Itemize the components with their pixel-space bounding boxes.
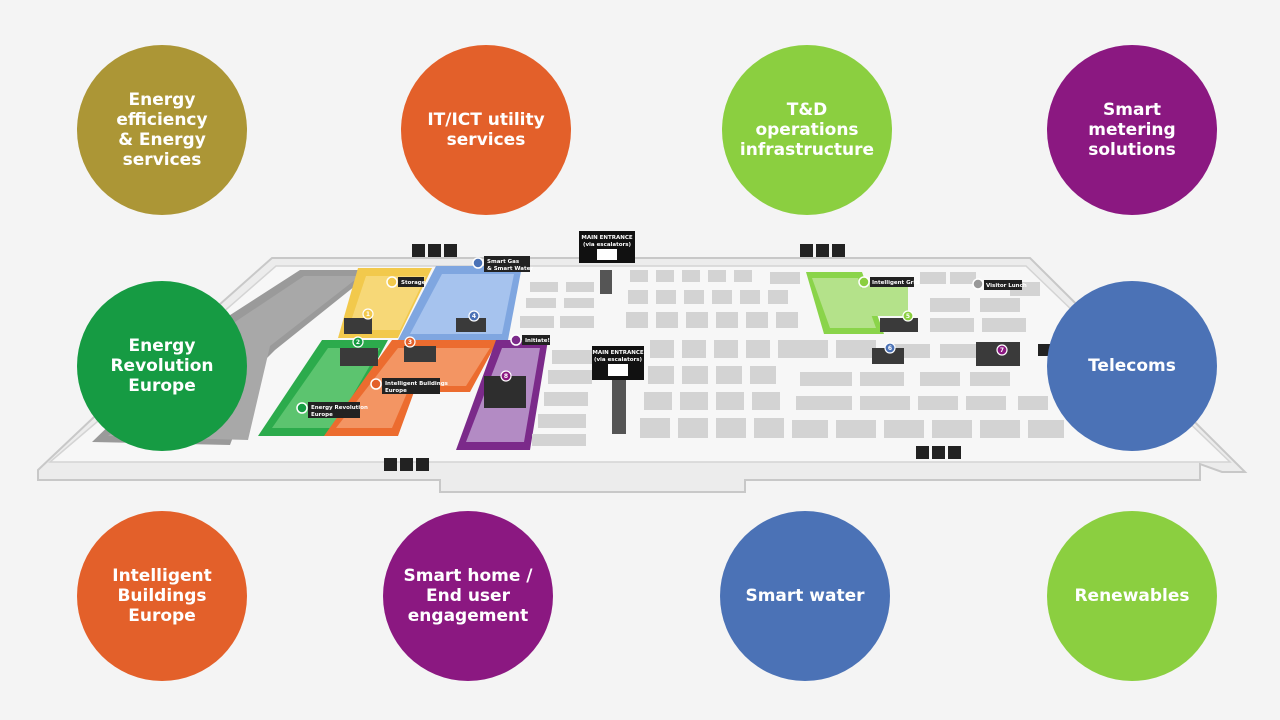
pin-5: 5 (902, 310, 914, 322)
facility-icons-bottom-left (384, 458, 429, 471)
svg-text:2: 2 (356, 339, 360, 346)
pin-1: 1 (362, 308, 374, 320)
facility-icons-bottom-right (916, 446, 961, 459)
svg-text:Europe: Europe (311, 412, 333, 418)
stand-dark-2 (340, 348, 378, 366)
svg-text:Storage: Storage (401, 280, 426, 286)
svg-text:1: 1 (366, 311, 370, 318)
central-stands (520, 270, 1064, 446)
svg-text:& Smart Water: & Smart Water (487, 266, 533, 272)
label-intelligent-grid: Intelligent Grid (858, 276, 919, 288)
svg-text:5: 5 (906, 313, 910, 320)
svg-text:Intelligent Grid: Intelligent Grid (872, 280, 919, 286)
main-entrance-middle-sign: MAIN ENTRANCE (via escalators) (592, 346, 644, 380)
stand-dark-3 (404, 346, 436, 362)
svg-text:Europe: Europe (385, 388, 407, 394)
circle-renewables[interactable]: Renewables (1047, 511, 1217, 681)
svg-text:3: 3 (408, 339, 412, 346)
svg-text:MAIN ENTRANCE: MAIN ENTRANCE (592, 350, 644, 356)
stand-dark-7 (976, 342, 1020, 366)
zone-smart-gas-water-inner (410, 274, 514, 334)
circle-smart-metering[interactable]: Smart metering solutions (1047, 45, 1217, 215)
circle-telecoms[interactable]: Telecoms (1047, 281, 1217, 451)
pin-3: 3 (404, 336, 416, 348)
label-storage: Storage (386, 276, 426, 288)
svg-text:8: 8 (504, 373, 508, 380)
circle-smart-water[interactable]: Smart water (720, 511, 890, 681)
escalator-middle (612, 380, 626, 434)
label-smart-gas-water: Smart Gas & Smart Water (472, 256, 533, 272)
svg-text:(via escalators): (via escalators) (594, 357, 643, 363)
facility-icons-top-right (800, 244, 845, 257)
facility-icons-top-left (412, 244, 457, 257)
label-initiate: Initiate! (510, 334, 550, 346)
stand-dark-5 (880, 318, 918, 332)
svg-text:Smart Gas: Smart Gas (487, 259, 520, 265)
pin-2: 2 (352, 336, 364, 348)
pin-4: 4 (468, 310, 480, 322)
circle-smart-home[interactable]: Smart home / End user engagement (383, 511, 553, 681)
svg-text:4: 4 (472, 313, 476, 320)
zone-intelligent-grid-inner (812, 278, 876, 328)
circle-td-operations[interactable]: T&D operations infrastructure (722, 45, 892, 215)
svg-text:MAIN ENTRANCE: MAIN ENTRANCE (581, 235, 633, 241)
label-energy-revolution: Energy Revolution Europe (296, 402, 368, 418)
svg-text:(via escalators): (via escalators) (583, 242, 632, 248)
circle-it-ict-utility-services[interactable]: IT/ICT utility services (401, 45, 571, 215)
circle-energy-revolution-europe[interactable]: Energy Revolution Europe (77, 281, 247, 451)
svg-text:Visitor Lunch: Visitor Lunch (986, 283, 1027, 289)
svg-text:7: 7 (1000, 347, 1004, 354)
circle-intelligent-buildings-europe[interactable]: Intelligent Buildings Europe (77, 511, 247, 681)
circle-energy-efficiency[interactable]: Energy efficiency & Energy services (77, 45, 247, 215)
label-intelligent-buildings: Intelligent Buildings Europe (370, 378, 449, 394)
svg-text:Energy Revolution: Energy Revolution (311, 405, 368, 411)
label-visitor-lunch: Visitor Lunch (972, 278, 1027, 290)
stand-dark-6 (872, 348, 904, 364)
zone-intelligent-grid-side (862, 282, 908, 316)
pin-8: 8 (500, 370, 512, 382)
svg-text:6: 6 (888, 345, 892, 352)
zone-intelligent-buildings-inner (336, 348, 490, 428)
svg-text:Initiate!: Initiate! (525, 338, 550, 344)
stand-dark-4 (456, 318, 486, 332)
escalator-top (600, 270, 612, 294)
stand-dark-1 (344, 318, 372, 334)
pin-6: 6 (884, 342, 896, 354)
svg-text:Intelligent Buildings: Intelligent Buildings (385, 381, 449, 387)
main-entrance-top-sign: MAIN ENTRANCE (via escalators) (579, 231, 635, 263)
pin-7: 7 (996, 344, 1008, 356)
